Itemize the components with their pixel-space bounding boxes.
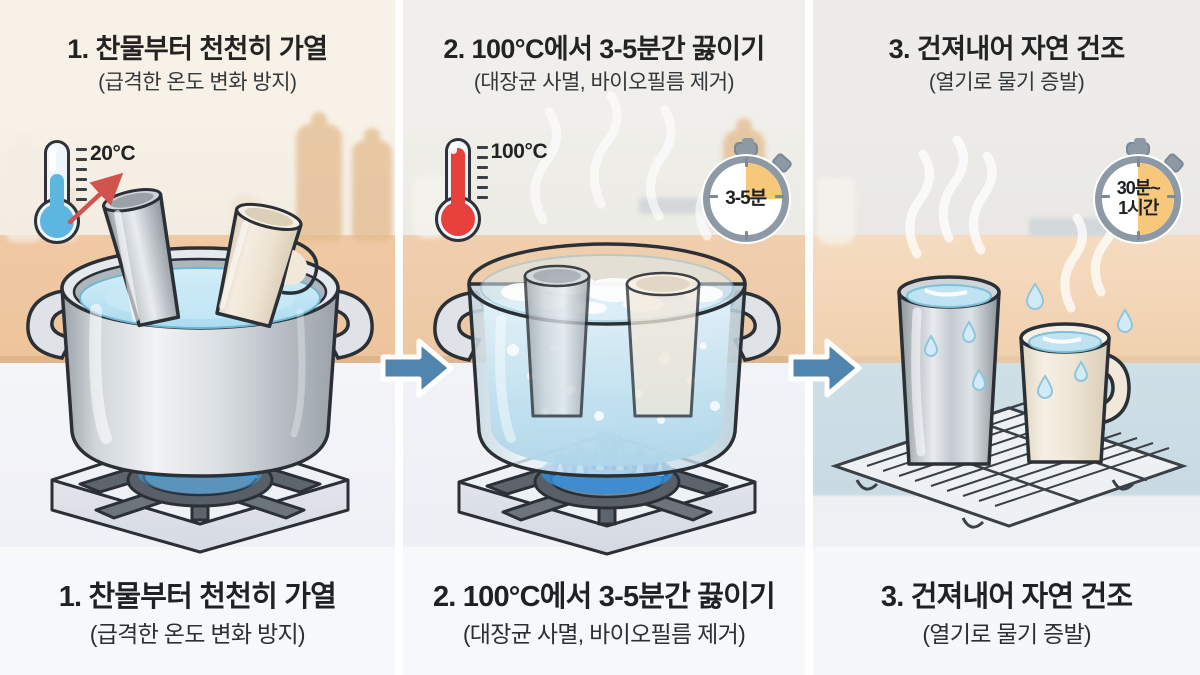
thermometer-ticks	[476, 146, 491, 212]
stopwatch-label: 30분~ 1시간	[1095, 156, 1181, 242]
stopwatch-tick	[1101, 195, 1111, 198]
caption-subtitle: (열기로 물기 증발)	[922, 621, 1091, 648]
bg-top-band	[402, 0, 806, 130]
prop-cutting-board-icon	[352, 140, 392, 242]
stopwatch-tick	[1137, 231, 1141, 240]
counter-edge	[813, 356, 1200, 365]
cream-mug-on-rack	[1019, 322, 1131, 464]
gray-tumbler-in-pot	[101, 188, 181, 328]
scene-pot-boiling	[403, 91, 806, 556]
prop-utensil-holder-icon	[817, 178, 856, 244]
thermometer-hot-icon: 100°C	[433, 138, 613, 250]
stopwatch-wedge	[745, 163, 782, 199]
thermometer-gloss	[49, 146, 56, 172]
bg-counter	[813, 235, 1200, 363]
caption-step-3: 3. 건져내어 자연 건조 (열기로 물기 증발)	[813, 580, 1200, 649]
caption-step-2: 2. 100°C에서 3-5분간 끓이기 (대장균 사멸, 바이오필름 제거)	[403, 580, 806, 649]
thermometer-ticks	[76, 148, 90, 214]
heading-title: 3. 건져내어 자연 건조	[888, 34, 1126, 64]
heading-title: 2. 100°C에서 3-5분간 끓이기	[443, 34, 765, 64]
panel-step-2: 2. 100°C에서 3-5분간 끓이기 (대장균 사멸, 바이오필름 제거) …	[394, 0, 806, 675]
thermometer-fill	[450, 148, 465, 214]
caption-band	[402, 547, 806, 675]
stopwatch-wedge	[1138, 163, 1175, 235]
stopwatch-tick	[744, 231, 748, 240]
caption-band	[813, 547, 1200, 675]
stopwatch-value-line1: 30분~	[1116, 178, 1161, 199]
rising-arrow-icon	[67, 172, 124, 225]
heading-step-3: 3. 건져내어 자연 건조 (열기로 물기 증발)	[813, 34, 1200, 95]
droplets-on-tumbler	[924, 320, 987, 391]
caption-band	[0, 547, 395, 675]
scene-pot-cold-water	[0, 180, 395, 554]
stopwatch-tick	[744, 158, 748, 167]
gray-tumbler-on-rack	[897, 275, 1001, 466]
prop-cutting-board-icon	[296, 124, 342, 242]
stopwatch-tick	[1167, 195, 1177, 198]
thermometer-value: 20°C	[90, 142, 136, 165]
glass-pot	[466, 242, 747, 478]
gray-tumbler-in-pot	[523, 264, 591, 418]
heading-subtitle: (급격한 온도 변화 방지)	[98, 71, 297, 95]
thermometer-gloss	[449, 142, 457, 154]
stopwatch-tick	[1137, 158, 1141, 167]
caption-title: 1. 찬물부터 천천히 가열	[58, 580, 337, 613]
caption-subtitle: (급격한 온도 변화 방지)	[89, 621, 306, 648]
step-arrow-2-to-3-icon	[788, 338, 862, 398]
cream-mug-in-pot	[625, 271, 701, 418]
panel-step-3: 3. 건져내어 자연 건조 (열기로 물기 증발) 30분~ 1시간	[805, 0, 1200, 675]
thermometer-value: 100°C	[490, 140, 548, 163]
stopwatch-3-5-min-icon: 3-5분	[702, 138, 795, 246]
thermometer-cold-icon: 20°C	[32, 140, 202, 252]
stopwatch-crown	[1126, 138, 1151, 156]
thermometer-bulb-fill	[440, 202, 475, 236]
step-arrow-1-to-2-icon	[380, 338, 454, 398]
stopwatch-value-line2: 1시간	[1118, 198, 1159, 218]
stopwatch-value: 3-5분	[725, 188, 767, 210]
heading-subtitle: (열기로 물기 증발)	[928, 71, 1085, 95]
stopwatch-tick	[708, 195, 718, 198]
droplets-on-mug	[1037, 360, 1089, 399]
caption-step-1: 1. 찬물부터 천천히 가열 (급격한 온도 변화 방지)	[0, 580, 395, 649]
caption-title: 3. 건져내어 자연 건조	[880, 580, 1133, 613]
wire-drying-rack	[830, 399, 1188, 529]
heading-step-1: 1. 찬물부터 천천히 가열 (급격한 온도 변화 방지)	[0, 34, 395, 95]
heading-subtitle: (대장균 사멸, 바이오필름 제거)	[473, 71, 735, 95]
caption-title: 2. 100°C에서 3-5분간 끓이기	[432, 580, 776, 613]
stopwatch-30min-1hour-icon: 30분~ 1시간	[1095, 138, 1187, 246]
stopwatch-tick	[774, 195, 784, 198]
stopwatch-crown	[733, 138, 758, 156]
cream-mug-in-pot	[215, 202, 319, 329]
heading-title: 1. 찬물부터 천천히 가열	[67, 34, 328, 64]
panel-step-1: 1. 찬물부터 천천히 가열 (급격한 온도 변화 방지) 20°C	[0, 0, 395, 675]
bg-top-band	[813, 0, 1200, 130]
bg-top-band	[0, 0, 395, 130]
stopwatch-label: 3-5분	[703, 156, 789, 242]
stopwatch-dial	[702, 156, 789, 242]
heading-step-2: 2. 100°C에서 3-5분간 끓이기 (대장균 사멸, 바이오필름 제거)	[403, 34, 806, 95]
caption-subtitle: (대장균 사멸, 바이오필름 제거)	[462, 621, 746, 648]
